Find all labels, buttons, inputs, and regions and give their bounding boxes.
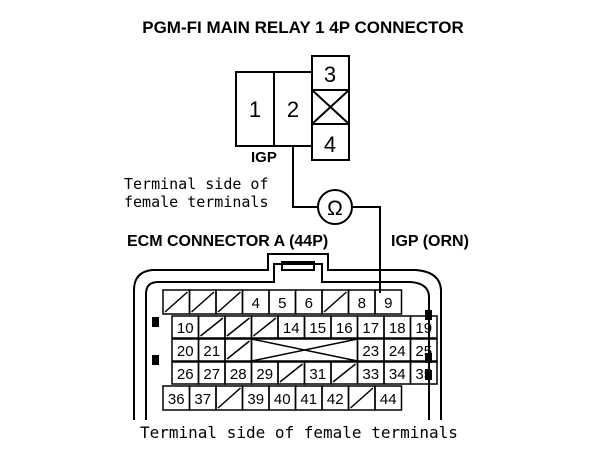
ecm-terminal-31: 31 bbox=[309, 366, 326, 383]
ecm-inner-shell bbox=[145, 263, 430, 420]
ecm-terminal-17: 17 bbox=[362, 320, 379, 337]
callout-line-1: Terminal side of bbox=[124, 175, 269, 193]
wire-meter-to-ecm bbox=[352, 206, 381, 293]
ecm-unused-cavity-mark bbox=[191, 291, 215, 313]
callout-line-2: female terminals bbox=[124, 193, 269, 211]
ecm-cavity-r2-c10 bbox=[409, 315, 438, 339]
ecm-terminal-40: 40 bbox=[274, 391, 291, 408]
ecm-terminal-35: 35 bbox=[415, 366, 432, 383]
ecm-terminal-41: 41 bbox=[300, 391, 317, 408]
ecm-cavity-r1-c9 bbox=[374, 289, 403, 315]
relay-pin-2: 2 bbox=[287, 97, 299, 122]
ecm-blank-block-x-2 bbox=[251, 338, 358, 362]
ecm-terminal-37: 37 bbox=[194, 391, 211, 408]
ecm-unused-cavity-mark bbox=[164, 291, 188, 313]
ecm-unused-cavity-mark bbox=[332, 363, 356, 383]
ecm-cavity-r5-c9 bbox=[374, 385, 403, 411]
ecm-terminal-28: 28 bbox=[230, 366, 247, 383]
ecm-outer-shell bbox=[133, 253, 442, 420]
ecm-unused-cavity-mark bbox=[200, 317, 224, 337]
ecm-terminal-20: 20 bbox=[177, 343, 194, 360]
ecm-terminal-grid: 4 5 6 8 9 10 14 15 16 17 18 19 20 21 23 24 25 26 27 28 29 31 3… bbox=[162, 289, 438, 411]
ecm-terminal-5: 5 bbox=[278, 295, 286, 312]
relay-pin-3: 3 bbox=[324, 62, 336, 87]
ecm-connector-housing bbox=[133, 253, 442, 420]
ecm-terminal-27: 27 bbox=[203, 366, 220, 383]
ecm-blank-block bbox=[250, 338, 359, 362]
ecm-unused-cavity-mark bbox=[350, 387, 374, 409]
ecm-guide-right-1 bbox=[425, 310, 432, 320]
ecm-connector-label: ECM CONNECTOR A (44P) bbox=[127, 233, 328, 250]
wire-relay-to-meter bbox=[292, 146, 318, 208]
ecm-unused-cavity-mark bbox=[253, 317, 277, 337]
ecm-guide-right-2 bbox=[425, 353, 432, 363]
test-wiring bbox=[292, 146, 381, 293]
ecm-unused-cavity-mark bbox=[279, 363, 303, 383]
relay-pin-4: 4 bbox=[324, 132, 336, 157]
relay-pin-1: 1 bbox=[249, 97, 261, 122]
ecm-terminal-42: 42 bbox=[327, 391, 344, 408]
ecm-guide-left-2 bbox=[152, 355, 159, 365]
relay-igp-label: IGP bbox=[251, 149, 277, 166]
ecm-terminal-21: 21 bbox=[203, 343, 220, 360]
ecm-terminal-19: 19 bbox=[415, 320, 432, 337]
ecm-cavity-r4-c10 bbox=[409, 361, 438, 385]
ecm-terminal-8: 8 bbox=[358, 295, 366, 312]
ecm-terminal-15: 15 bbox=[309, 320, 326, 337]
ohmmeter-icon bbox=[317, 189, 353, 225]
ecm-terminal-18: 18 bbox=[389, 320, 406, 337]
ecm-housing-marks bbox=[152, 310, 432, 380]
ecm-cavity-r3-c10 bbox=[409, 338, 438, 362]
ecm-terminal-6: 6 bbox=[305, 295, 313, 312]
ohm-symbol: Ω bbox=[327, 197, 343, 220]
ecm-unused-cavity-mark bbox=[226, 340, 250, 360]
ecm-guide-left-1 bbox=[152, 317, 159, 327]
ecm-unused-cavity-mark bbox=[226, 317, 250, 337]
ecm-terminal-16: 16 bbox=[336, 320, 353, 337]
bottom-caption: Terminal side of female terminals bbox=[140, 423, 458, 442]
ecm-unused-cavity-mark bbox=[217, 387, 241, 409]
diagram-title: PGM-FI MAIN RELAY 1 4P CONNECTOR bbox=[142, 18, 463, 37]
ecm-terminal-33: 33 bbox=[362, 366, 379, 383]
relay-cavity-4 bbox=[311, 123, 350, 161]
ecm-terminal-23: 23 bbox=[362, 343, 379, 360]
relay-blank-x-2 bbox=[311, 89, 350, 125]
ecm-terminal-36: 36 bbox=[168, 391, 185, 408]
ecm-terminal-14: 14 bbox=[283, 320, 300, 337]
ecm-terminal-44: 44 bbox=[380, 391, 397, 408]
ecm-terminal-9: 9 bbox=[384, 295, 392, 312]
ecm-unused-cavity-mark bbox=[323, 291, 347, 313]
ecm-unused-cavity-mark bbox=[217, 291, 241, 313]
ecm-terminal-25: 25 bbox=[415, 343, 432, 360]
ecm-guide-right-3 bbox=[425, 370, 432, 380]
ecm-lock-tab bbox=[281, 261, 315, 271]
ecm-terminal-10: 10 bbox=[177, 320, 194, 337]
ecm-terminal-4: 4 bbox=[252, 295, 260, 312]
ecm-terminal-26: 26 bbox=[177, 366, 194, 383]
ecm-terminal-39: 39 bbox=[247, 391, 264, 408]
ecm-terminal-24: 24 bbox=[389, 343, 406, 360]
ecm-terminal-34: 34 bbox=[389, 366, 406, 383]
ecm-igp-terminal-label: IGP (ORN) bbox=[391, 233, 469, 250]
ecm-terminal-29: 29 bbox=[256, 366, 273, 383]
